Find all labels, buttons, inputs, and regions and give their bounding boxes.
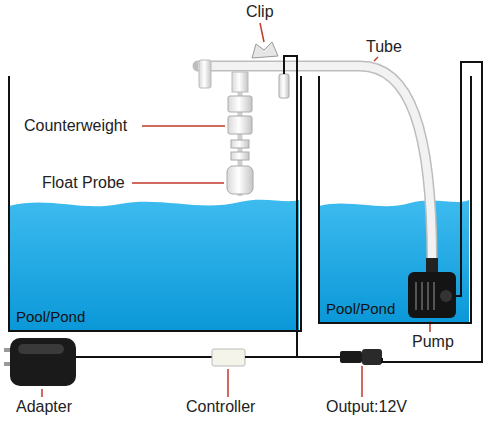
probe-wire	[245, 56, 297, 357]
tube-inner	[198, 66, 432, 262]
clip	[252, 42, 278, 58]
part-label: Clip	[246, 3, 274, 21]
pump-body	[408, 272, 456, 318]
float	[227, 166, 253, 194]
adapter-body	[10, 338, 76, 386]
tank-label: Pool/Pond	[16, 308, 85, 325]
part-label: Adapter	[16, 398, 72, 416]
pool-tank: Pool/Pond	[318, 76, 472, 324]
pump-outlet	[426, 258, 438, 274]
output-cable	[245, 356, 340, 358]
pump-cable	[382, 62, 482, 362]
part-label: Tube	[366, 38, 402, 56]
counterweight-top	[228, 96, 252, 112]
pool-tank: Pool/Pond	[8, 76, 302, 332]
controller-box	[212, 349, 245, 366]
pump-grille	[416, 282, 434, 310]
probe-nut-2	[231, 152, 249, 160]
tube-elbow	[199, 60, 211, 88]
part-label: Controller	[186, 398, 255, 416]
part-label: Pump	[412, 333, 454, 351]
probe-connector	[279, 74, 289, 98]
water-left	[9, 200, 299, 330]
output-connector	[340, 351, 362, 363]
adapter-highlight	[18, 344, 64, 354]
counterweight-bottom	[228, 116, 252, 134]
tank-label: Pool/Pond	[326, 300, 395, 317]
adapter-cable	[76, 356, 212, 358]
tube	[198, 66, 432, 262]
part-label: Counterweight	[24, 117, 127, 135]
leader-lines	[42, 23, 430, 397]
output-connector-2	[362, 349, 382, 365]
water-right	[319, 200, 469, 322]
pump-cap	[440, 290, 452, 302]
part-label: Float Probe	[42, 174, 125, 192]
probe-nut	[231, 140, 249, 148]
probe-cap	[232, 72, 248, 92]
part-label: Output:12V	[326, 398, 407, 416]
